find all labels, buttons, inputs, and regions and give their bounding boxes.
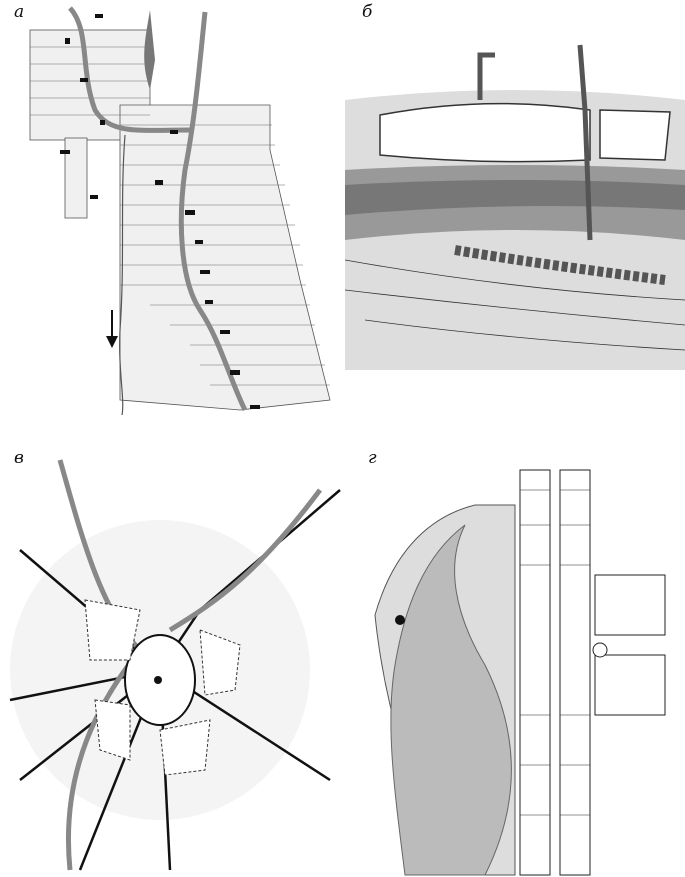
panel-a-map: [29, 6, 331, 416]
panel-g-map: [374, 469, 666, 876]
panel-b-label: б: [362, 2, 373, 22]
panel-g-label: г: [368, 448, 377, 468]
panel-v-map: [9, 459, 341, 871]
panel-v-label: в: [14, 448, 24, 468]
panel-b-map: [345, 44, 685, 370]
panel-a-label: а: [14, 2, 25, 22]
